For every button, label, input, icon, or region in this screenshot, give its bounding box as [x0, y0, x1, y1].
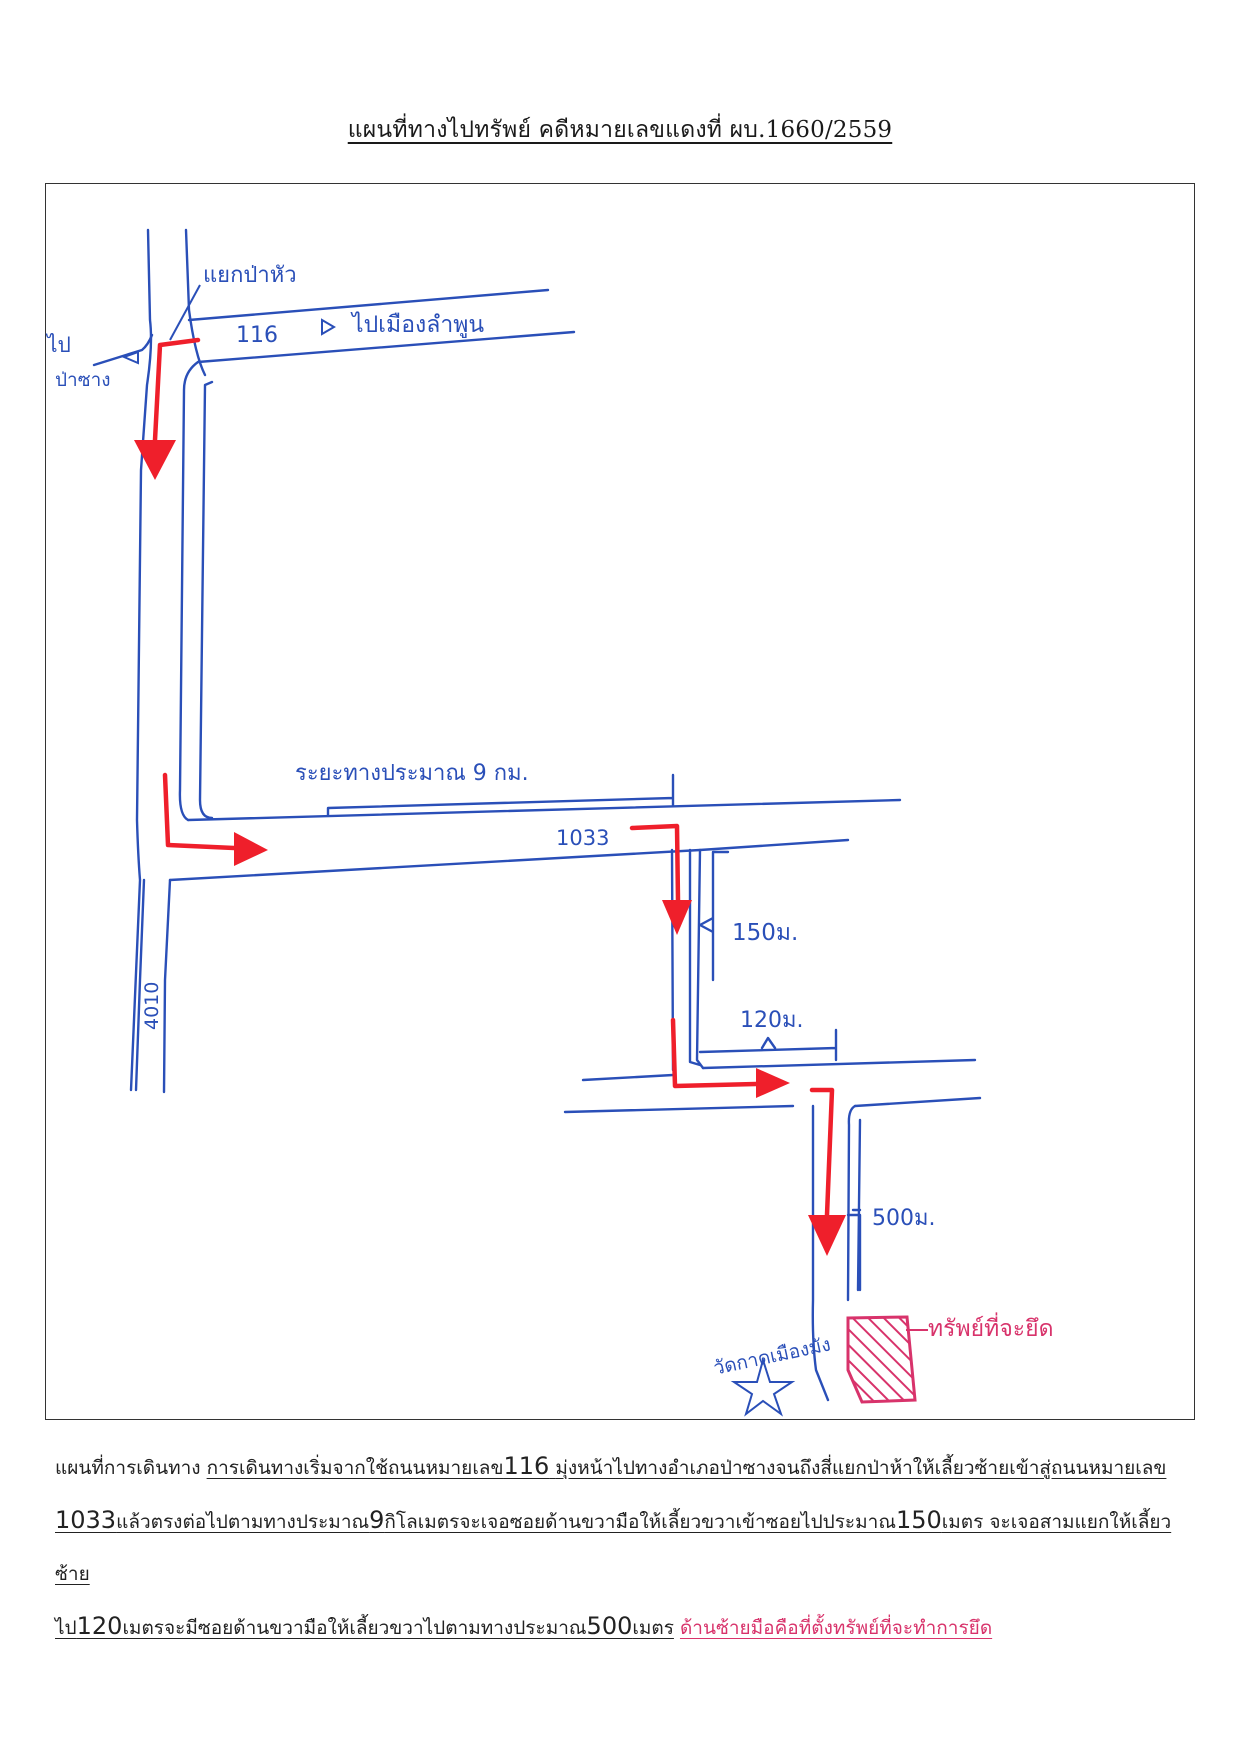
property-block [846, 1315, 928, 1404]
road-south-south-edge-east [853, 1096, 982, 1108]
directions-n116: 116 [503, 1452, 550, 1480]
directions-n1033: 1033 [55, 1506, 117, 1534]
to-pasang-label-2: ป่าซาง [55, 369, 111, 391]
route-leg-4 [670, 1017, 759, 1089]
distance-120m-label: 120ม. [740, 1008, 804, 1033]
to-lamphun-label: ไปเมืองลำพูน [350, 311, 484, 338]
bracket-120m [698, 1028, 838, 1062]
road-116-label: 116 [236, 323, 278, 348]
directions-l3-text3: เมตร [632, 1617, 674, 1639]
directions-l2-text2: กิโลเมตรจะเจอซอยด้านขวามือให้เลี้ยวขวาเข… [384, 1511, 896, 1533]
temple-star-icon [730, 1356, 796, 1417]
arrow-to-pasang-icon [121, 350, 139, 365]
directions-line-3: ไป120เมตรจะมีซอยด้านขวามือให้เลี้ยวขวาไป… [55, 1600, 1185, 1654]
map-frame [45, 183, 1195, 1420]
route-arrow-3 [662, 900, 692, 935]
route-arrow-5 [808, 1215, 846, 1256]
road-4010-east-edge [178, 360, 200, 822]
road-4010-inner-edge [198, 380, 214, 820]
distance-500m-label: 500ม. [872, 1206, 936, 1231]
bracket-150m [698, 850, 730, 982]
junction-pointer [169, 284, 201, 341]
soi-east-edge [695, 848, 705, 1070]
directions-line-1: แผนที่การเดินทาง การเดินทางเริ่มจากใช้ถน… [55, 1440, 1185, 1494]
directions-n9: 9 [369, 1506, 385, 1534]
bracket-500m [846, 1208, 862, 1292]
directions-n500: 500 [586, 1612, 633, 1640]
road-4010-label: 4010 [141, 982, 163, 1030]
route-leg-2 [162, 772, 237, 851]
route-arrow-4 [756, 1068, 790, 1098]
directions-red-tail: ด้านซ้ายมือคือที่ตั้งทรัพย์ที่จะทำการยึด [679, 1617, 993, 1639]
directions-line-3-main: ไป120เมตรจะมีซอยด้านขวามือให้เลี้ยวขวาไป… [55, 1612, 674, 1640]
soi-inner-edge [688, 848, 702, 1067]
route-leg-5 [809, 1087, 835, 1218]
bracket-9km [326, 773, 675, 817]
directions-l1-text: การเดินทางเริ่มจากใช้ถนนหมายเลข [206, 1457, 504, 1479]
junction-label: แยกป่าหัว [203, 263, 297, 288]
directions-n120: 120 [76, 1612, 123, 1640]
to-pasang-label-1: ไป [45, 333, 71, 357]
route-arrow-2 [234, 832, 268, 866]
map-title: แผนที่ทางไปทรัพย์ คดีหมายเลขแดงที่ ผบ.16… [347, 117, 893, 143]
road-1033-south-edge [168, 838, 850, 882]
road-4010-north-west-edge [92, 333, 154, 367]
route-directions: แผนที่การเดินทาง การเดินทางเริ่มจากใช้ถน… [55, 1440, 1185, 1654]
directions-l3-text: ไป [55, 1617, 77, 1639]
property-hatched-area [846, 1315, 917, 1404]
road-116-north-edge [187, 288, 550, 322]
arrow-to-lamphun-icon [321, 318, 336, 336]
last-soi-inner-edge [856, 1118, 862, 1292]
temple-label: วัดกาดเมืองมัง [712, 1333, 833, 1379]
route [134, 337, 846, 1256]
road-4010-north-east-edge [184, 228, 207, 377]
route-arrow-1 [134, 440, 176, 480]
last-soi-east-edge [846, 1104, 857, 1302]
distance-9km-label: ระยะทางประมาณ 9 กม. [295, 761, 529, 786]
road-1033-label: 1033 [556, 826, 609, 850]
distance-150m-label: 150ม. [732, 920, 798, 946]
directions-line-2: 1033แล้วตรงต่อไปตามทางประมาณ9กิโลเมตรจะเ… [55, 1494, 1185, 1600]
directions-l1-text2: มุ่งหน้าไปทางอำเภอป่าซางจนถึงสี่แยกป่าห้… [555, 1457, 1167, 1479]
directions-text: การเดินทางเริ่มจากใช้ถนนหมายเลข116 มุ่งห… [206, 1452, 1167, 1480]
route-leg-3 [629, 823, 681, 903]
property-label: ทรัพย์ที่จะยึด [928, 1312, 1054, 1342]
directions-l2-text3: เมตร จะเจอสามแยกให้เลี้ยวซ้าย [55, 1511, 1172, 1585]
directions-n150: 150 [895, 1506, 942, 1534]
route-leg-1 [152, 337, 201, 443]
roads [92, 228, 982, 1402]
road-south-north-edge-east [701, 1058, 977, 1070]
road-1033-north-edge [186, 798, 902, 822]
road-4010-west-edge [129, 228, 153, 1092]
road-4010-lower-west-edge [134, 878, 146, 1092]
road-4010-lower-east-edge [162, 878, 172, 1094]
last-soi-west-edge [811, 1104, 830, 1402]
directions-lead: แผนที่การเดินทาง [55, 1457, 201, 1479]
directions-l3-text2: เมตรจะมีซอยด้านขวามือให้เลี้ยวขวาไปตามทา… [122, 1617, 587, 1639]
road-south-south-edge [563, 1104, 795, 1114]
directions-l2-text: แล้วตรงต่อไปตามทางประมาณ [116, 1511, 370, 1533]
road-116-south-edge [196, 330, 576, 364]
road-south-north-edge [581, 1073, 675, 1082]
